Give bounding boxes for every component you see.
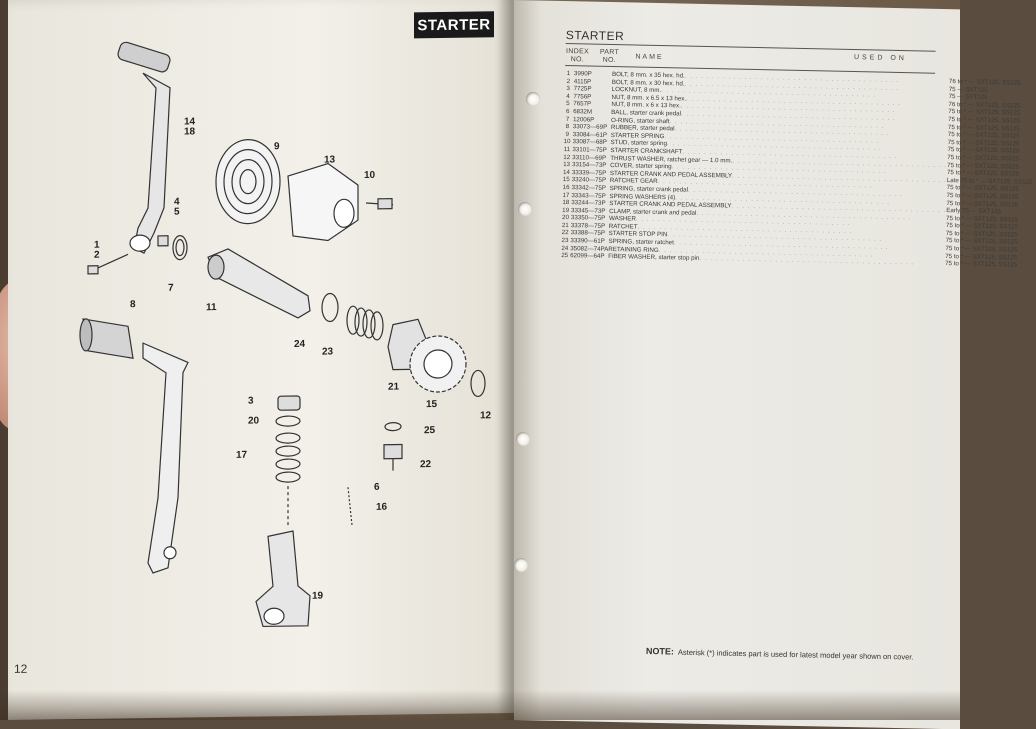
punch-hole	[518, 202, 532, 216]
spring-washers	[275, 415, 301, 483]
starter-spring	[215, 139, 281, 225]
header-index-no: NO.	[570, 56, 585, 64]
callout-7: 7	[168, 282, 174, 294]
part-number-cell: 33101—75P	[572, 146, 607, 154]
index-cell: 12	[563, 153, 571, 161]
parts-list: STARTER INDEX NO. PART NO. NAME USED ON …	[553, 28, 1032, 676]
part-name: FIBER WASHER, starter stop pin	[608, 253, 700, 263]
index-cell: 11	[563, 145, 571, 154]
crank-arm	[142, 342, 189, 574]
spring-stud	[365, 198, 394, 210]
callout-18: 18	[184, 126, 196, 138]
callout-22: 22	[420, 459, 432, 471]
callout-9: 9	[274, 141, 280, 153]
bottom-shadow	[0, 690, 960, 720]
ratchet-spring	[346, 305, 384, 341]
index-cell: 13	[563, 161, 571, 169]
spring-cover	[287, 162, 359, 242]
punch-hole	[516, 432, 530, 446]
callout-24: 24	[294, 338, 306, 351]
callout-25: 25	[424, 425, 436, 437]
parts-list-title: STARTER	[565, 28, 625, 44]
punch-hole	[514, 558, 528, 572]
callout-4-5: 4 5	[174, 197, 180, 218]
index-cell: 15	[562, 176, 570, 184]
index-cell: 20	[561, 214, 569, 222]
index-cell: 17	[562, 191, 570, 199]
diagram-drawing	[79, 41, 486, 628]
callout-3: 3	[248, 395, 254, 407]
washer	[277, 395, 301, 411]
punch-hole	[526, 92, 540, 106]
header-index: INDEX NO.	[565, 48, 589, 64]
part-number-cell: 33342—75P	[571, 184, 607, 192]
nut	[157, 235, 169, 247]
callout-12: 12	[480, 410, 492, 422]
callout-11: 11	[206, 302, 217, 314]
index-cell: 24	[561, 244, 569, 252]
callout-20: 20	[248, 415, 260, 427]
clamp	[255, 486, 311, 628]
index-cell: 16	[562, 183, 570, 192]
thrust-washer	[470, 369, 486, 398]
callout-15: 15	[426, 399, 438, 411]
index-cell: 10	[563, 138, 571, 146]
callout-21: 21	[388, 381, 400, 393]
index-cell: 18	[562, 199, 570, 207]
header-used-on: USED ON	[853, 54, 907, 63]
ratchet-gear	[409, 335, 467, 393]
fiber-washer	[384, 422, 402, 432]
index-cell: 25	[561, 252, 569, 260]
pedal-spring	[347, 487, 353, 526]
index-cell: 23	[561, 237, 569, 245]
bolt	[87, 253, 129, 275]
note-label: NOTE:	[645, 646, 675, 657]
index-cell: 19	[562, 206, 570, 214]
index-cell: 14	[562, 168, 570, 176]
callout-1-2: 1 2	[94, 240, 100, 261]
index-cell: 22	[561, 229, 569, 237]
left-page: STARTER 12	[8, 0, 514, 720]
callout-8: 8	[130, 299, 136, 311]
callout-14-18: 14 18	[184, 116, 196, 138]
callout-5: 5	[174, 206, 180, 218]
part-number-cell: 62099—64P	[570, 252, 605, 261]
index-cell: 21	[561, 221, 569, 229]
callout-13: 13	[324, 154, 336, 166]
header-name: NAME	[635, 53, 664, 62]
callout-2: 2	[94, 249, 100, 261]
stop-pin	[383, 443, 403, 471]
o-ring	[172, 234, 188, 261]
callout-16: 16	[376, 501, 388, 513]
pedal-rubber	[79, 318, 134, 359]
starter-crankshaft	[207, 248, 311, 319]
exploded-parts-diagram: 9 13 10 14 18 4 5 1 2 7 11 8 24 23 21 15…	[48, 23, 518, 680]
callout-10: 10	[364, 169, 376, 182]
retaining-ring	[321, 292, 339, 323]
kick-pedal-lever	[117, 41, 171, 254]
header-part: PART NO.	[589, 48, 629, 65]
callout-23: 23	[322, 346, 334, 358]
header-index-label: INDEX	[565, 48, 590, 56]
header-part-no: NO.	[602, 56, 617, 65]
callout-6: 6	[374, 481, 380, 493]
callout-17: 17	[236, 449, 248, 461]
page-number: 12	[14, 661, 28, 676]
callout-19: 19	[312, 590, 324, 602]
